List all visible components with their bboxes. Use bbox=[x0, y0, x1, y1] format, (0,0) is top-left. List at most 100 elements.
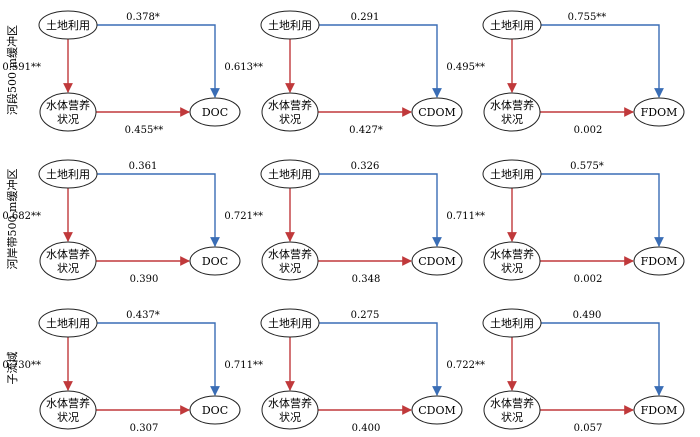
coef-top: 0.755** bbox=[568, 12, 607, 23]
node-water-trophic bbox=[261, 390, 319, 430]
node-water-label-line1: 水体营养 bbox=[268, 396, 312, 410]
coef-bottom: 0.002 bbox=[574, 274, 603, 285]
node-target-label: DOC bbox=[202, 404, 228, 417]
row-label: 子流域 bbox=[5, 352, 19, 385]
coef-top: 0.490 bbox=[573, 310, 602, 321]
node-water-trophic bbox=[483, 390, 541, 430]
node-land-use-label: 土地利用 bbox=[268, 317, 312, 330]
arrow-landuse-to-target bbox=[97, 322, 220, 396]
arrow-landuse-to-target bbox=[541, 322, 664, 396]
node-land-use bbox=[260, 10, 320, 40]
coef-left: 0.682** bbox=[2, 211, 41, 222]
node-water-trophic bbox=[483, 241, 541, 281]
coef-top: 0.361 bbox=[129, 161, 158, 172]
arrow-landuse-to-target bbox=[541, 173, 664, 247]
node-water-label-line2: 状况 bbox=[279, 410, 301, 424]
node-water-label-line1: 水体营养 bbox=[490, 396, 534, 410]
coef-left: 0.711** bbox=[224, 360, 263, 371]
node-target bbox=[633, 97, 685, 127]
node-target-label: CDOM bbox=[418, 404, 456, 417]
arrow-landuse-to-target bbox=[541, 24, 664, 98]
coef-top: 0.378* bbox=[126, 12, 160, 23]
node-land-use bbox=[260, 159, 320, 189]
coef-bottom: 0.348 bbox=[352, 274, 381, 285]
coef-top: 0.275 bbox=[351, 310, 380, 321]
arrow-landuse-to-target bbox=[319, 173, 442, 247]
node-water-label-line2: 状况 bbox=[501, 112, 523, 126]
node-land-use bbox=[38, 308, 98, 338]
node-target-label: FDOM bbox=[641, 106, 678, 119]
node-land-use-label: 土地利用 bbox=[490, 168, 534, 181]
node-target-label: CDOM bbox=[418, 106, 456, 119]
node-target bbox=[189, 395, 241, 425]
arrow-landuse-to-target bbox=[97, 173, 220, 247]
row-label: 河岸带500 m缓冲区 bbox=[5, 169, 19, 270]
node-target bbox=[633, 395, 685, 425]
coef-left: 0.730** bbox=[2, 360, 41, 371]
node-water-label-line1: 水体营养 bbox=[46, 98, 90, 112]
node-water-label-line2: 状况 bbox=[57, 261, 79, 275]
coef-bottom: 0.307 bbox=[130, 423, 159, 434]
node-land-use-label: 土地利用 bbox=[46, 168, 90, 181]
node-water-label-line1: 水体营养 bbox=[490, 247, 534, 261]
node-target bbox=[411, 246, 463, 276]
coef-left: 0.721** bbox=[224, 211, 263, 222]
node-land-use bbox=[482, 10, 542, 40]
coef-bottom: 0.455** bbox=[125, 125, 164, 136]
node-water-trophic bbox=[261, 241, 319, 281]
coef-left: 0.495** bbox=[446, 62, 485, 73]
node-water-label-line1: 水体营养 bbox=[268, 98, 312, 112]
node-water-label-line1: 水体营养 bbox=[268, 247, 312, 261]
node-water-trophic bbox=[483, 92, 541, 132]
node-land-use bbox=[38, 159, 98, 189]
node-water-trophic bbox=[261, 92, 319, 132]
coef-bottom: 0.427* bbox=[349, 125, 383, 136]
node-land-use bbox=[38, 10, 98, 40]
coef-top: 0.575* bbox=[570, 161, 604, 172]
node-target-label: FDOM bbox=[641, 255, 678, 268]
node-land-use bbox=[260, 308, 320, 338]
node-water-label-line2: 状况 bbox=[57, 112, 79, 126]
node-water-label-line1: 水体营养 bbox=[46, 396, 90, 410]
coef-left: 0.711** bbox=[446, 211, 485, 222]
node-target bbox=[189, 97, 241, 127]
node-target bbox=[189, 246, 241, 276]
node-water-trophic bbox=[39, 390, 97, 430]
coef-left: 0.722** bbox=[446, 360, 485, 371]
node-land-use-label: 土地利用 bbox=[46, 19, 90, 32]
coef-top: 0.326 bbox=[351, 161, 380, 172]
coef-bottom: 0.390 bbox=[130, 274, 159, 285]
node-target bbox=[633, 246, 685, 276]
node-land-use-label: 土地利用 bbox=[490, 317, 534, 330]
coef-bottom: 0.057 bbox=[574, 423, 603, 434]
node-water-label-line2: 状况 bbox=[279, 112, 301, 126]
node-land-use bbox=[482, 159, 542, 189]
node-water-label-line1: 水体营养 bbox=[490, 98, 534, 112]
node-land-use-label: 土地利用 bbox=[268, 168, 312, 181]
row-label: 河段500 m缓冲区 bbox=[5, 25, 19, 115]
node-target-label: FDOM bbox=[641, 404, 678, 417]
arrow-landuse-to-target bbox=[319, 24, 442, 98]
coef-left: 0.613** bbox=[224, 62, 263, 73]
node-target-label: CDOM bbox=[418, 255, 456, 268]
coef-bottom: 0.002 bbox=[574, 125, 603, 136]
node-target bbox=[411, 395, 463, 425]
node-target bbox=[411, 97, 463, 127]
arrow-landuse-to-target bbox=[97, 24, 220, 98]
coef-bottom: 0.400 bbox=[352, 423, 381, 434]
node-land-use-label: 土地利用 bbox=[46, 317, 90, 330]
node-water-label-line1: 水体营养 bbox=[46, 247, 90, 261]
coef-top: 0.437* bbox=[126, 310, 160, 321]
node-water-label-line2: 状况 bbox=[57, 410, 79, 424]
node-land-use-label: 土地利用 bbox=[268, 19, 312, 32]
node-land-use bbox=[482, 308, 542, 338]
